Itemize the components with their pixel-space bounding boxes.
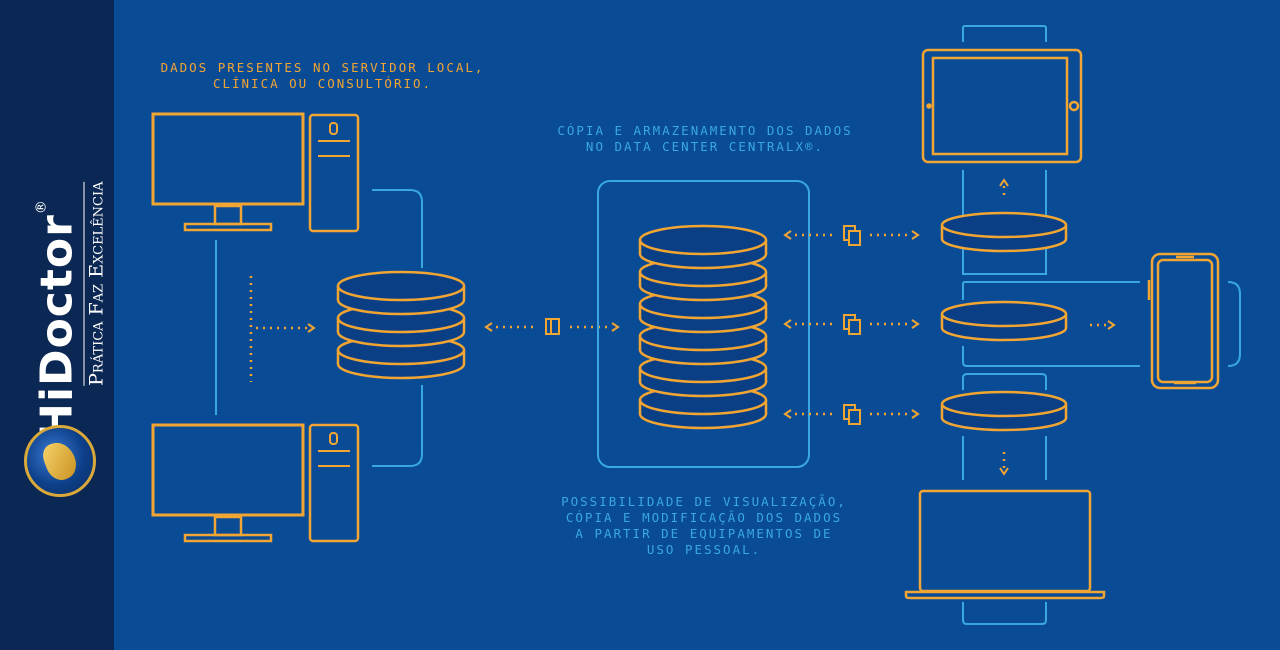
database-icon <box>940 390 1068 432</box>
sync-link <box>484 318 620 335</box>
caption-local-server: DADOS PRESENTES NO SERVIDOR LOCAL, CLÍNI… <box>160 60 485 91</box>
caption-personal-devices: POSSIBILIDADE DE VISUALIZAÇÃO, CÓPIA E M… <box>561 494 847 557</box>
desktop-computer-icon <box>151 423 305 543</box>
arrow-right-icon <box>307 323 316 333</box>
device-sync-links <box>783 230 920 419</box>
database-icon <box>940 300 1068 342</box>
database-icon <box>336 270 466 380</box>
tablet-icon <box>921 48 1083 164</box>
tower-case-icon <box>308 113 360 233</box>
device-arrows <box>999 178 1116 476</box>
document-copy-icon <box>843 314 861 335</box>
brand-logo-icon <box>24 425 96 497</box>
document-copy-icon <box>843 225 861 246</box>
caption-datacenter: CÓPIA E ARMAZENAMENTO DOS DADOS NO DATA … <box>557 123 853 154</box>
local-dotted-connector <box>249 276 308 382</box>
smartphone-icon <box>1147 252 1220 390</box>
database-icon <box>638 224 768 430</box>
laptop-icon <box>904 489 1106 600</box>
desktop-computer-icon <box>151 112 305 232</box>
document-copy-icon <box>843 404 861 425</box>
tower-case-icon <box>308 423 360 543</box>
local-connectors <box>215 189 423 467</box>
brand-sidebar: HiDoctor ® Prática Faz Excelência <box>0 0 114 650</box>
document-copy-icon <box>545 318 560 335</box>
database-icon <box>940 211 1068 253</box>
